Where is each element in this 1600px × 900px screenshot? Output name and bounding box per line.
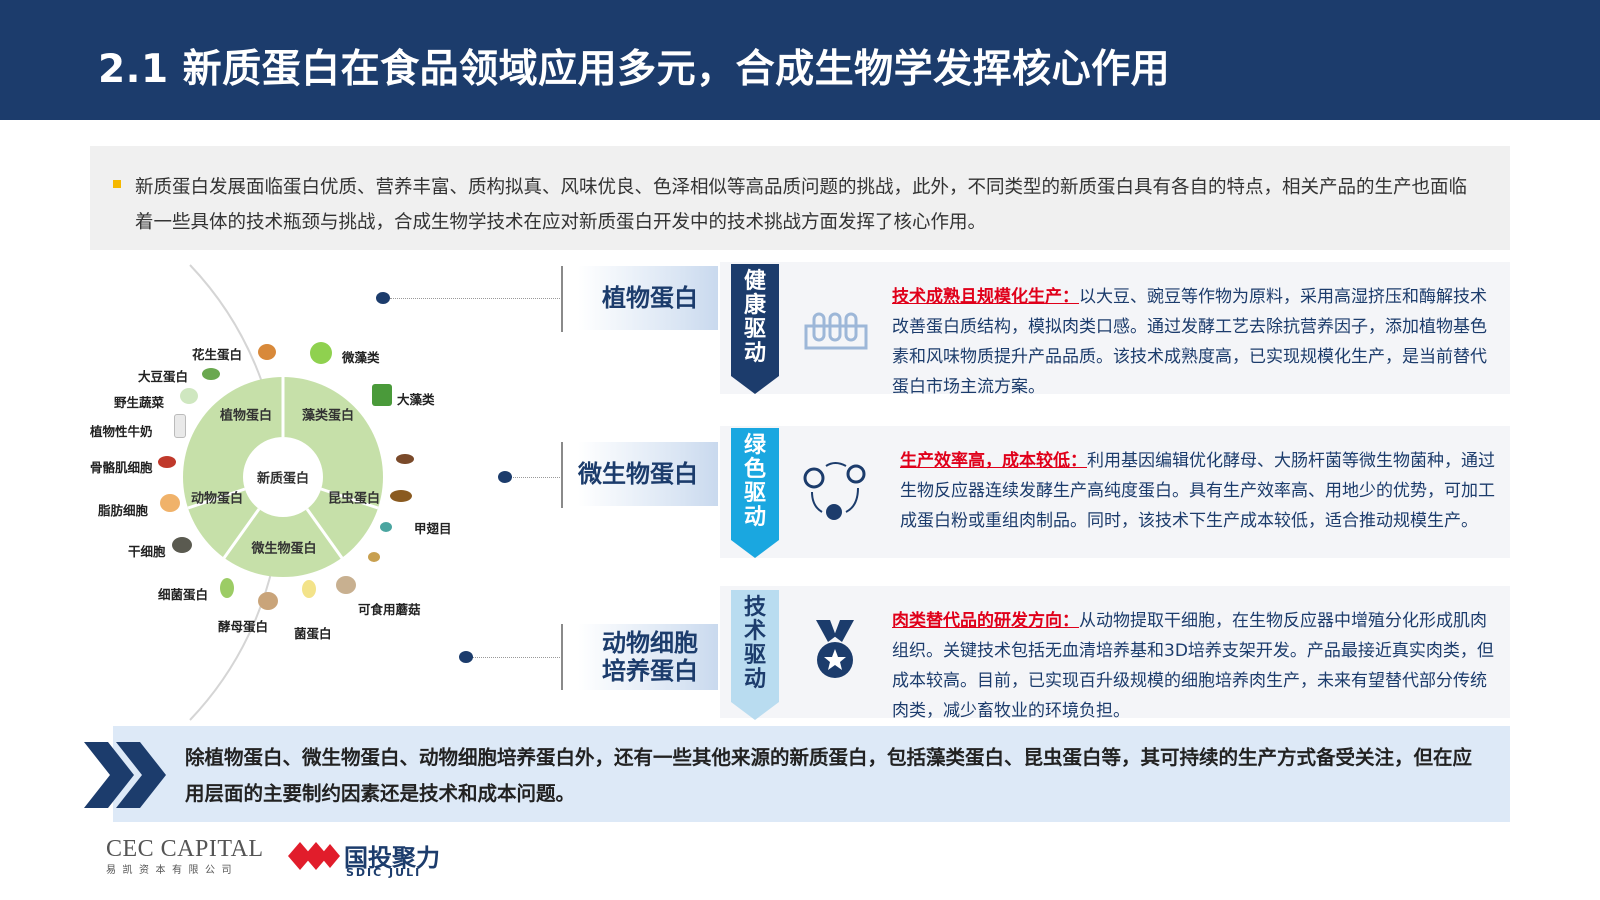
driver-health-label: 健康驱动 — [743, 269, 766, 366]
mushroom-icon — [336, 576, 356, 594]
row-plant-label-box: 植物蛋白 — [578, 266, 718, 330]
row-plant-name: 植物蛋白 — [602, 284, 698, 312]
connector-line-2 — [510, 477, 562, 478]
row-cell-name: 动物细胞 培养蛋白 — [602, 629, 698, 685]
label-mushroom: 可食用蘑菇 — [358, 602, 421, 617]
header-bar: 2.1 新质蛋白在食品领域应用多元，合成生物学发挥核心作用 — [0, 0, 1600, 120]
connector-line-1 — [390, 298, 562, 299]
connector-dot-1 — [376, 292, 390, 304]
segment-plant: 植物蛋白 — [219, 408, 273, 424]
connector-dot-3 — [459, 651, 473, 663]
driver-tab-tech — [731, 590, 779, 720]
double-chevron-icon — [84, 742, 166, 808]
milk-icon — [174, 414, 186, 438]
beetle-icon — [390, 490, 412, 502]
label-mycoprotein: 菌蛋白 — [294, 626, 332, 641]
label-fat-cell: 脂肪细胞 — [98, 503, 149, 518]
bacteria-icon — [220, 578, 234, 598]
driver-tab-tech-text: 技术驱动 — [731, 590, 779, 720]
driver-tab-health-text: 健康驱动 — [731, 264, 779, 394]
label-soy: 大豆蛋白 — [138, 369, 189, 384]
connector-dot-2 — [498, 471, 512, 483]
yeast-icon — [258, 592, 278, 610]
label-peanut: 花生蛋白 — [192, 347, 243, 362]
segment-microbe: 微生物蛋白 — [251, 541, 317, 557]
wheel-center-label: 新质蛋白 — [256, 471, 310, 487]
mycoprotein-icon — [302, 580, 316, 598]
label-muscle-cell: 骨骼肌细胞 — [90, 460, 153, 475]
sdic-logo-cn: 国投聚力 — [344, 844, 440, 872]
row-microbe-divider — [561, 442, 563, 508]
sdic-logo-en: SDIC JULI — [346, 866, 422, 879]
driver-tab-health — [731, 264, 779, 394]
seaweed-icon — [372, 384, 392, 406]
sdic-juli-logo: 国投聚力 SDIC JULI — [284, 836, 440, 880]
bullet-icon — [113, 180, 121, 188]
medal-icon — [816, 620, 854, 678]
insect-icon — [396, 454, 414, 464]
row-cell-text: 肉类替代品的研发方向：从动物提取干细胞，在生物反应器中增殖分化形成肌肉组织。关键… — [892, 611, 1494, 721]
label-coleoptera: 甲翅目 — [414, 521, 452, 536]
stem-cell-icon — [172, 537, 192, 553]
fat-icon — [160, 494, 180, 512]
row-plant-text: 技术成熟且规模化生产：以大豆、豌豆等作物为原料，采用高湿挤压和酶解技术改善蛋白质… — [892, 287, 1487, 397]
cec-capital-logo: CEC CAPITAL 易凯资本有限公司 — [106, 836, 264, 876]
label-macroalgae: 大藻类 — [397, 392, 435, 407]
row-microbe-content: 生产效率高，成本较低：利用基因编辑优化酵母、大肠杆菌等微生物菌种，通过生物反应器… — [720, 426, 1510, 558]
connector-line-3 — [472, 657, 562, 658]
label-plant-milk: 植物性牛奶 — [90, 424, 153, 439]
row-plant-content: 技术成熟且规模化生产：以大豆、豌豆等作物为原料，采用高湿挤压和酶解技术改善蛋白质… — [720, 262, 1510, 397]
cec-logo-text: CEC CAPITAL — [106, 836, 264, 862]
row-cell-content: 肉类替代品的研发方向：从动物提取干细胞，在生物反应器中增殖分化形成肌肉组织。关键… — [720, 586, 1510, 721]
peanut-icon — [258, 344, 276, 360]
row-microbe-label-box: 微生物蛋白 — [578, 442, 718, 506]
driver-tab-green — [731, 428, 779, 558]
lab-flask-icon — [804, 312, 868, 350]
cycle-icon — [803, 462, 866, 520]
label-bacteria: 细菌蛋白 — [158, 587, 209, 602]
intro-box: 新质蛋白发展面临蛋白优质、营养丰富、质构拟真、风味优良、色泽相似等高品质问题的挑… — [90, 146, 1510, 250]
row-cell-label-box: 动物细胞 培养蛋白 — [578, 624, 718, 690]
muscle-icon — [158, 456, 176, 468]
ring — [183, 377, 383, 577]
segment-animal: 动物蛋白 — [190, 491, 244, 507]
soybean-icon — [202, 368, 220, 380]
protein-wheel: 新质蛋白 植物蛋白 藻类蛋白 昆虫蛋白 微生物蛋白 动物蛋白 花生蛋白 微藻类 … — [80, 250, 560, 730]
row-microbe-name: 微生物蛋白 — [578, 460, 698, 488]
label-wild-veg: 野生蔬菜 — [114, 395, 165, 410]
driver-tab-green-text: 绿色驱动 — [731, 428, 779, 558]
sdic-logo-mark — [288, 842, 340, 870]
summary-box: 除植物蛋白、微生物蛋白、动物细胞培养蛋白外，还有一些其他来源的新质蛋白，包括藻类… — [113, 726, 1510, 822]
row-plant-divider — [561, 266, 563, 332]
microalgae-icon — [310, 342, 332, 364]
wheel-graphic — [183, 264, 383, 721]
driver-green-label: 绿色驱动 — [743, 433, 766, 530]
cec-logo-subtext: 易凯资本有限公司 — [106, 865, 238, 876]
label-microalgae: 微藻类 — [342, 350, 380, 365]
driver-tech-label: 技术驱动 — [743, 595, 766, 692]
summary-text: 除植物蛋白、微生物蛋白、动物细胞培养蛋白外，还有一些其他来源的新质蛋白，包括藻类… — [185, 746, 1473, 805]
page-title: 2.1 新质蛋白在食品领域应用多元，合成生物学发挥核心作用 — [98, 47, 1171, 92]
intro-text: 新质蛋白发展面临蛋白优质、营养丰富、质构拟真、风味优良、色泽相似等高品质问题的挑… — [135, 177, 1468, 233]
row-microbe-text: 生产效率高，成本较低：利用基因编辑优化酵母、大肠杆菌等微生物菌种，通过生物反应器… — [900, 451, 1495, 531]
label-yeast: 酵母蛋白 — [218, 619, 269, 634]
row-cell-divider — [561, 624, 563, 690]
vegetable-icon — [180, 388, 198, 404]
segment-algae: 藻类蛋白 — [301, 408, 355, 424]
segment-insect: 昆虫蛋白 — [327, 491, 381, 507]
dragonfly-icon — [380, 522, 392, 532]
label-stem-cell: 干细胞 — [128, 544, 166, 559]
bee-icon — [368, 552, 380, 562]
